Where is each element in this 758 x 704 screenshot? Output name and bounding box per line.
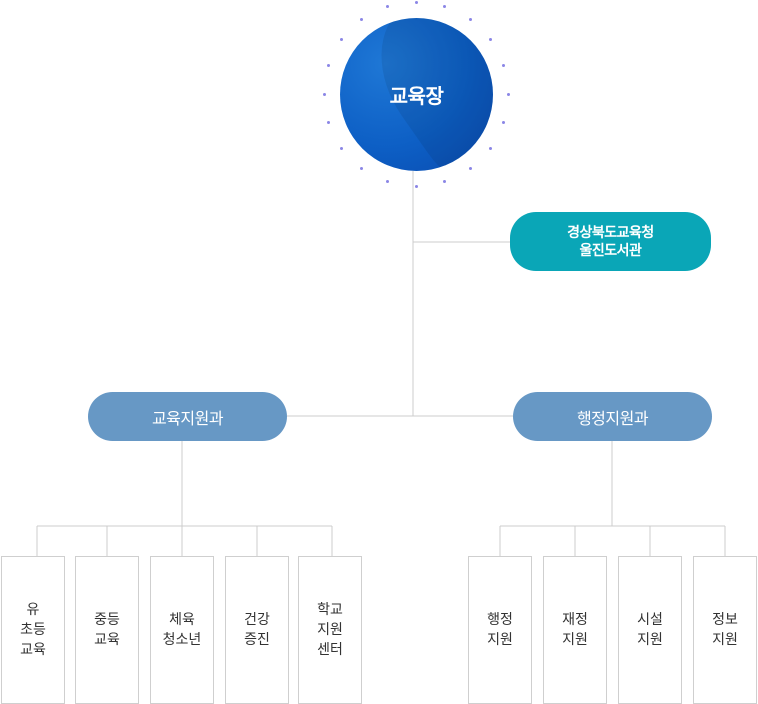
dept-admin-support: 행정지원과: [513, 392, 712, 441]
ring-dot: [327, 64, 330, 68]
ring-dot: [414, 184, 418, 188]
ring-dot: [327, 120, 330, 124]
team-health: 건강 증진: [225, 556, 289, 704]
library-node: 경상북도교육청 울진도서관: [510, 212, 711, 271]
team-secondary-education: 중등 교육: [75, 556, 139, 704]
team-facility-support: 시설 지원: [618, 556, 682, 704]
team-info-support: 정보 지원: [693, 556, 757, 704]
superintendent-node: 교육장: [340, 18, 493, 171]
ring-dot: [501, 64, 505, 68]
team-elementary-education: 유 초등 교육: [1, 556, 65, 704]
team-sports-youth: 체육 청소년: [150, 556, 214, 704]
ring-dot: [506, 92, 510, 96]
ring-dot: [340, 38, 344, 42]
team-admin-support: 행정 지원: [468, 556, 532, 704]
team-finance-support: 재정 지원: [543, 556, 607, 704]
ring-dot: [360, 18, 364, 22]
team-school-support-center: 학교 지원 센터: [298, 556, 362, 704]
superintendent-label: 교육장: [389, 84, 444, 108]
ring-dot: [414, 0, 418, 4]
dept-education-support: 교육지원과: [88, 392, 287, 441]
ring-dot: [386, 179, 390, 183]
ring-dot: [442, 5, 446, 8]
ring-dot: [360, 166, 364, 170]
ring-dot: [340, 146, 344, 150]
ring-dot: [501, 120, 505, 124]
ring-dot: [442, 179, 446, 183]
ring-dot: [386, 5, 390, 8]
ring-dot: [322, 92, 326, 96]
